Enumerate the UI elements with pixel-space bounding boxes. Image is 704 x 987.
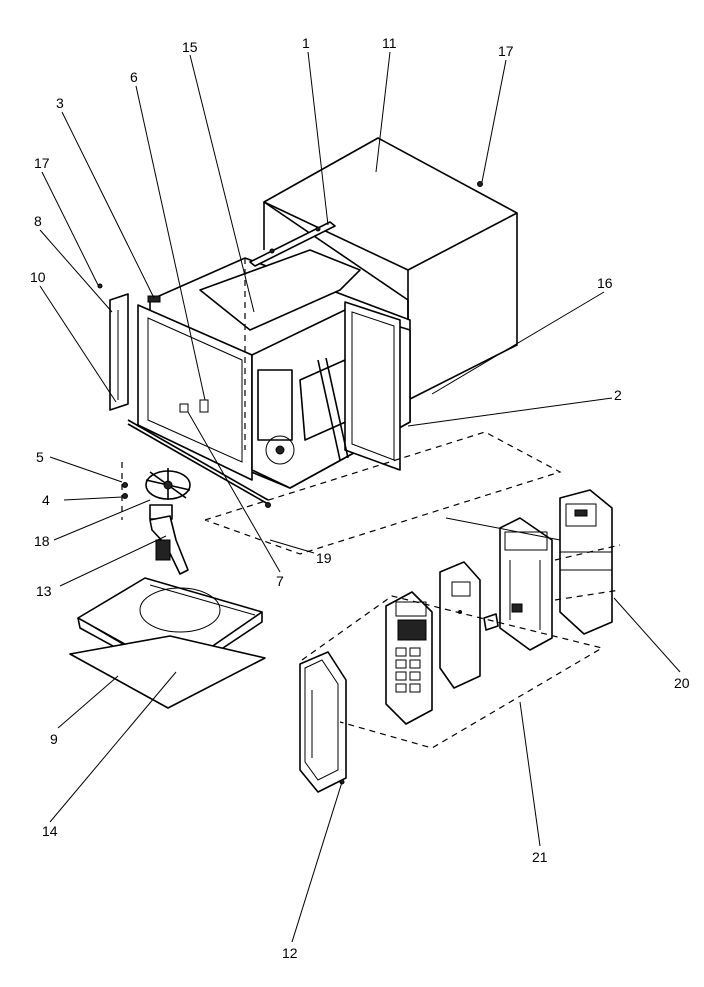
- leader-lines: [39, 51, 681, 943]
- keypad-panel: [385, 591, 433, 725]
- callout-1: 1: [302, 35, 310, 51]
- assembly-guide-lines: [121, 258, 621, 749]
- control-bracket: [559, 489, 613, 635]
- callout-18: 18: [34, 533, 50, 549]
- base-plate: [69, 635, 266, 709]
- top-bracket: [249, 221, 336, 267]
- callout-17-left: 17: [34, 155, 50, 171]
- callout-14: 14: [42, 823, 58, 839]
- callout-8: 8: [34, 213, 42, 229]
- outer-cabinet: [263, 137, 518, 401]
- control-frame: [299, 651, 347, 793]
- control-board: [499, 517, 553, 651]
- callout-10: 10: [30, 269, 46, 285]
- callout-5: 5: [36, 449, 44, 465]
- callout-15: 15: [182, 39, 198, 55]
- membrane-panel: [439, 561, 499, 689]
- stirrer-assembly: [122, 468, 191, 520]
- callout-3: 3: [56, 95, 64, 111]
- callout-17-top: 17: [498, 43, 514, 59]
- callout-11: 11: [382, 35, 397, 51]
- callout-2: 2: [614, 387, 622, 403]
- side-bracket: [97, 283, 161, 411]
- callout-6: 6: [130, 69, 138, 85]
- callout-21: 21: [532, 849, 548, 865]
- callout-13: 13: [36, 583, 52, 599]
- callout-12: 12: [282, 945, 298, 961]
- callout-9: 9: [50, 731, 58, 747]
- callout-19: 19: [316, 550, 332, 566]
- motor-bracket: [149, 515, 189, 575]
- callout-labels: 1 11 17 15 6 3 17 8 10 16 2 5 4 18 7 19 …: [30, 35, 690, 961]
- callout-7: 7: [276, 573, 284, 589]
- callout-4: 4: [42, 492, 50, 508]
- oven-cavity-chassis: [127, 249, 411, 508]
- callout-16: 16: [597, 275, 613, 291]
- callout-20: 20: [674, 675, 690, 691]
